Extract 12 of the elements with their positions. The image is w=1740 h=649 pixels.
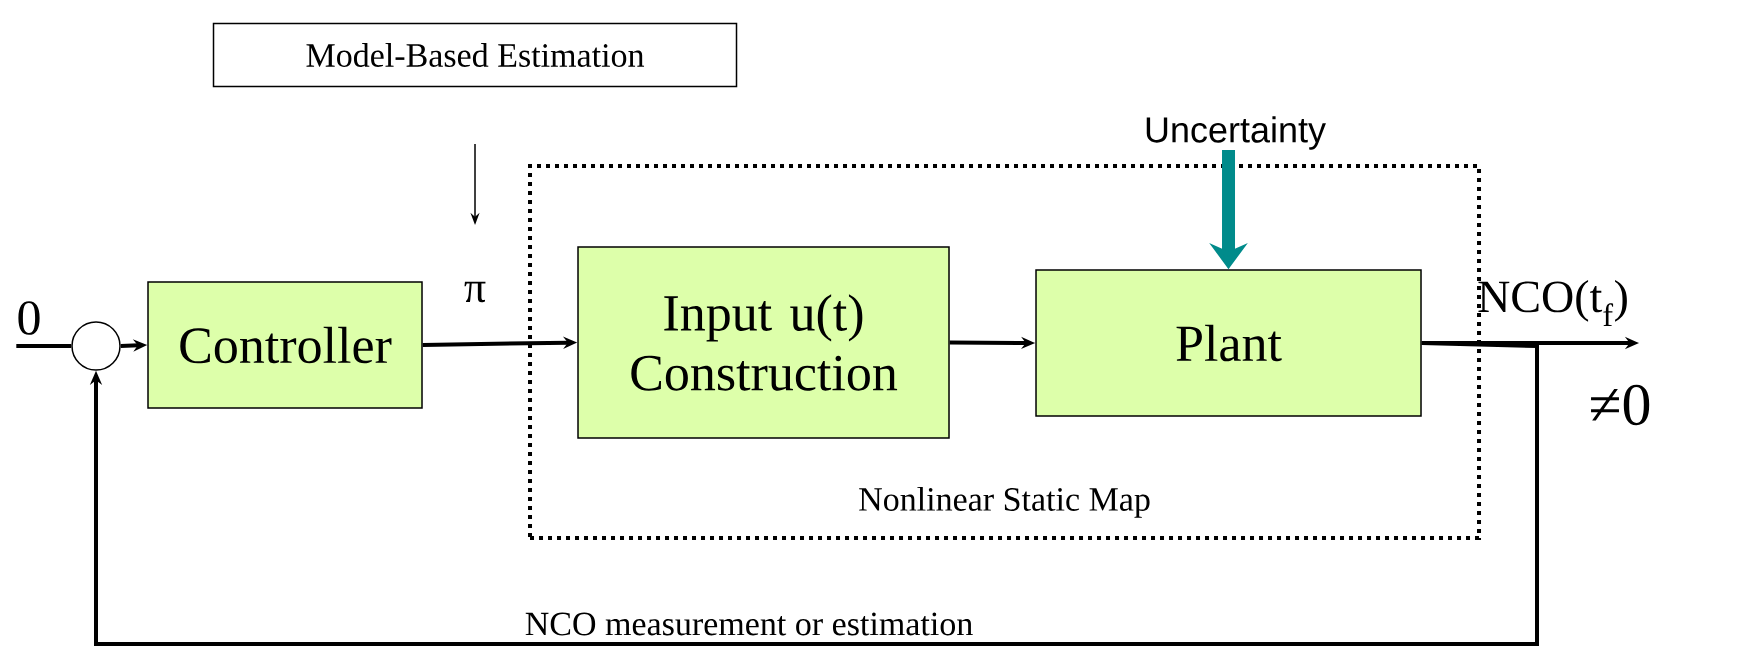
input-value: 0 bbox=[18, 301, 40, 335]
summing-junction bbox=[71, 321, 121, 371]
arrow bbox=[89, 341, 1539, 646]
edge-label: π bbox=[464, 281, 486, 303]
estimation-box: Model-Based Estimation bbox=[212, 22, 738, 88]
block-box: Controller bbox=[147, 281, 423, 409]
signal-label: ≠0 bbox=[1591, 384, 1650, 426]
block-box: Plant bbox=[1035, 269, 1422, 417]
edge-label: NCO measurement or estimation bbox=[522, 610, 976, 638]
disturbance-label: Uncertainty bbox=[1146, 116, 1326, 150]
input-value: NCO(t$_{f}$) bbox=[1478, 280, 1627, 326]
block-box: Input u(t) Construction bbox=[577, 246, 950, 439]
